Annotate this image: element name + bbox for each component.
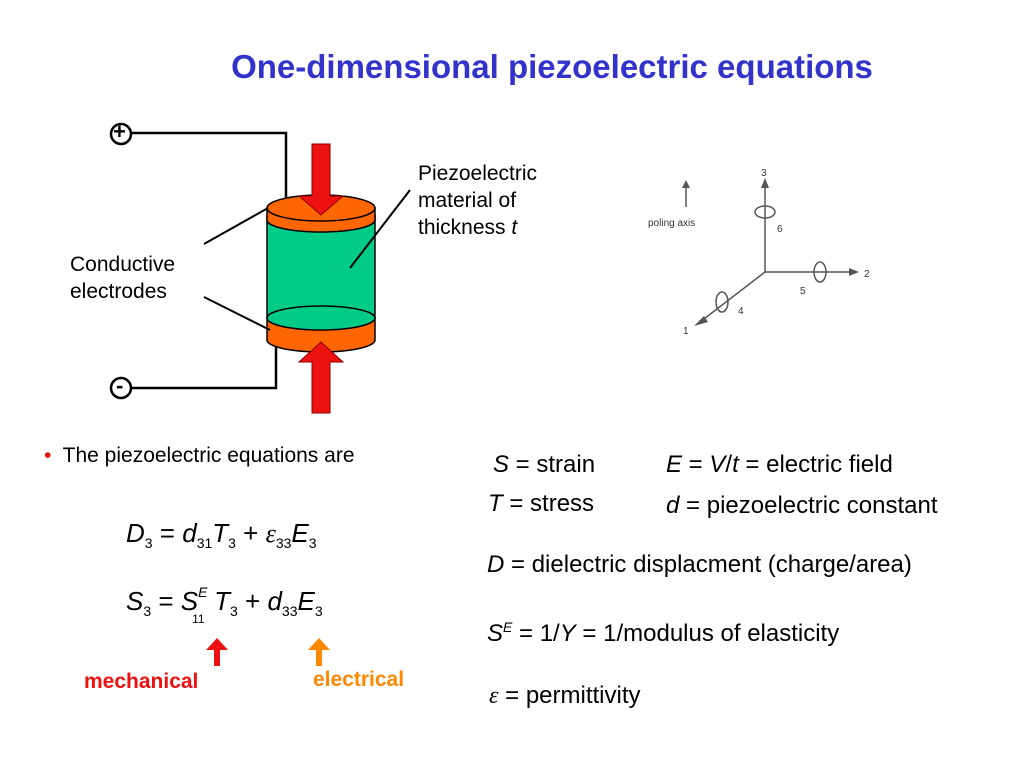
def-compliance: SE = 1/Y = 1/modulus of elasticity <box>487 619 840 647</box>
plus-sign: + <box>113 119 126 144</box>
def-electric-field: E = V/t = electric field <box>666 451 893 478</box>
rotation-6 <box>754 205 776 219</box>
equation-1: D3 = d31T3 + ε33E3 <box>126 518 317 552</box>
leader-lines <box>203 189 411 331</box>
electrical-arrow <box>308 638 330 666</box>
force-arrow-down <box>297 143 345 216</box>
electrical-label: electrical <box>313 668 405 691</box>
poling-axis-label: poling axis <box>648 218 695 229</box>
def-piezo-constant: d = piezoelectric constant <box>666 492 938 519</box>
wire-top <box>131 131 288 205</box>
axis-1-label: 1 <box>683 326 689 337</box>
electrodes-label: Conductive electrodes <box>70 253 176 303</box>
wire-bottom <box>131 330 278 390</box>
force-arrows <box>297 143 345 414</box>
mechanical-arrow <box>206 638 228 666</box>
eq-arrows <box>206 638 330 666</box>
axis-6-label: 6 <box>777 224 783 235</box>
axis-5-label: 5 <box>800 286 806 297</box>
def-stress: T = stress <box>488 490 595 517</box>
def-permittivity: ε = permittivity <box>489 682 641 709</box>
def-strain: S = strain <box>493 451 596 478</box>
material-label: Piezoelectric material of thickness t <box>418 162 538 239</box>
bullet-item: • The piezoelectric equations are <box>44 444 355 467</box>
minus-sign: - <box>116 373 124 398</box>
axis-labels: 3 2 1 6 5 4 poling axis <box>648 168 870 337</box>
axes-figure <box>682 178 859 326</box>
cylinder <box>266 194 376 353</box>
axis-1-line <box>699 271 766 323</box>
axis-3-label: 3 <box>761 168 767 179</box>
rotation-4 <box>715 291 729 313</box>
axis-2-label: 2 <box>864 269 870 280</box>
mechanical-label: mechanical <box>84 670 199 693</box>
def-dielectric-displacement: D = dielectric displacment (charge/area) <box>487 551 912 578</box>
plus-terminal <box>109 122 133 146</box>
force-arrow-up <box>297 341 345 414</box>
minus-terminal <box>109 376 133 400</box>
wires <box>131 131 288 390</box>
rotation-5 <box>813 261 827 283</box>
page-title: One-dimensional piezoelectric equations <box>231 48 873 85</box>
axis-4-label: 4 <box>738 306 744 317</box>
